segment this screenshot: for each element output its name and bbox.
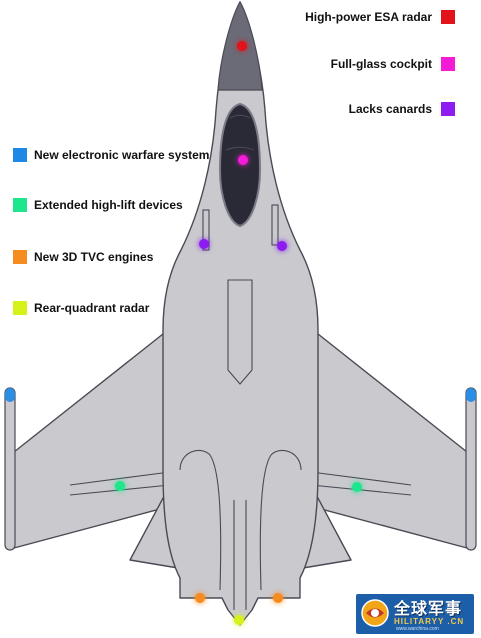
legend-hilift-label: Extended high-lift devices xyxy=(34,198,183,212)
watermark-logo: 全球军事 HILITARYY .CN www.warchina.com xyxy=(356,594,474,634)
right-wingtip-pod-tip xyxy=(466,388,476,402)
legend-electronic-warfare: New electronic warfare system xyxy=(13,148,209,162)
left-wing xyxy=(14,330,175,548)
legend-cockpit-label: Full-glass cockpit xyxy=(331,57,432,71)
legend-esa-radar: High-power ESA radar xyxy=(305,10,455,24)
marker-esa-radar xyxy=(237,41,247,51)
marker-cockpit xyxy=(238,155,248,165)
marker-hilift-right xyxy=(352,482,362,492)
legend-canards-label: Lacks canards xyxy=(349,102,432,116)
globe-icon xyxy=(360,598,390,628)
legend-cockpit-swatch xyxy=(441,57,455,71)
spine xyxy=(228,280,252,384)
legend-rear-swatch xyxy=(13,301,27,315)
legend-high-lift: Extended high-lift devices xyxy=(13,198,183,212)
marker-canards-left xyxy=(199,239,209,249)
marker-canards-right xyxy=(277,241,287,251)
marker-tvc-right xyxy=(273,593,283,603)
legend-tvc-swatch xyxy=(13,250,27,264)
left-wingtip-pod-tip xyxy=(5,388,15,402)
legend-tvc-label: New 3D TVC engines xyxy=(34,250,153,264)
legend-tvc-engines: New 3D TVC engines xyxy=(13,250,153,264)
legend-ew-label: New electronic warfare system xyxy=(34,148,209,162)
legend-rear-radar: Rear-quadrant radar xyxy=(13,301,149,315)
marker-tvc-left xyxy=(195,593,205,603)
canopy xyxy=(220,104,260,226)
right-wing xyxy=(306,330,467,548)
legend-canards-swatch xyxy=(441,102,455,116)
marker-rear-radar xyxy=(234,615,244,625)
marker-hilift-left xyxy=(115,481,125,491)
watermark-site: HILITARYY .CN xyxy=(394,617,464,626)
legend-rear-label: Rear-quadrant radar xyxy=(34,301,149,315)
legend-hilift-swatch xyxy=(13,198,27,212)
watermark-brand: 全球军事 xyxy=(394,595,462,619)
left-wingtip-pod xyxy=(5,388,15,550)
legend-ew-swatch xyxy=(13,148,27,162)
legend-canards: Lacks canards xyxy=(349,102,455,116)
right-wingtip-pod xyxy=(466,388,476,550)
legend-cockpit: Full-glass cockpit xyxy=(331,57,455,71)
legend-esa-swatch xyxy=(441,10,455,24)
legend-esa-label: High-power ESA radar xyxy=(305,10,432,24)
watermark-url: www.warchina.com xyxy=(396,626,439,632)
